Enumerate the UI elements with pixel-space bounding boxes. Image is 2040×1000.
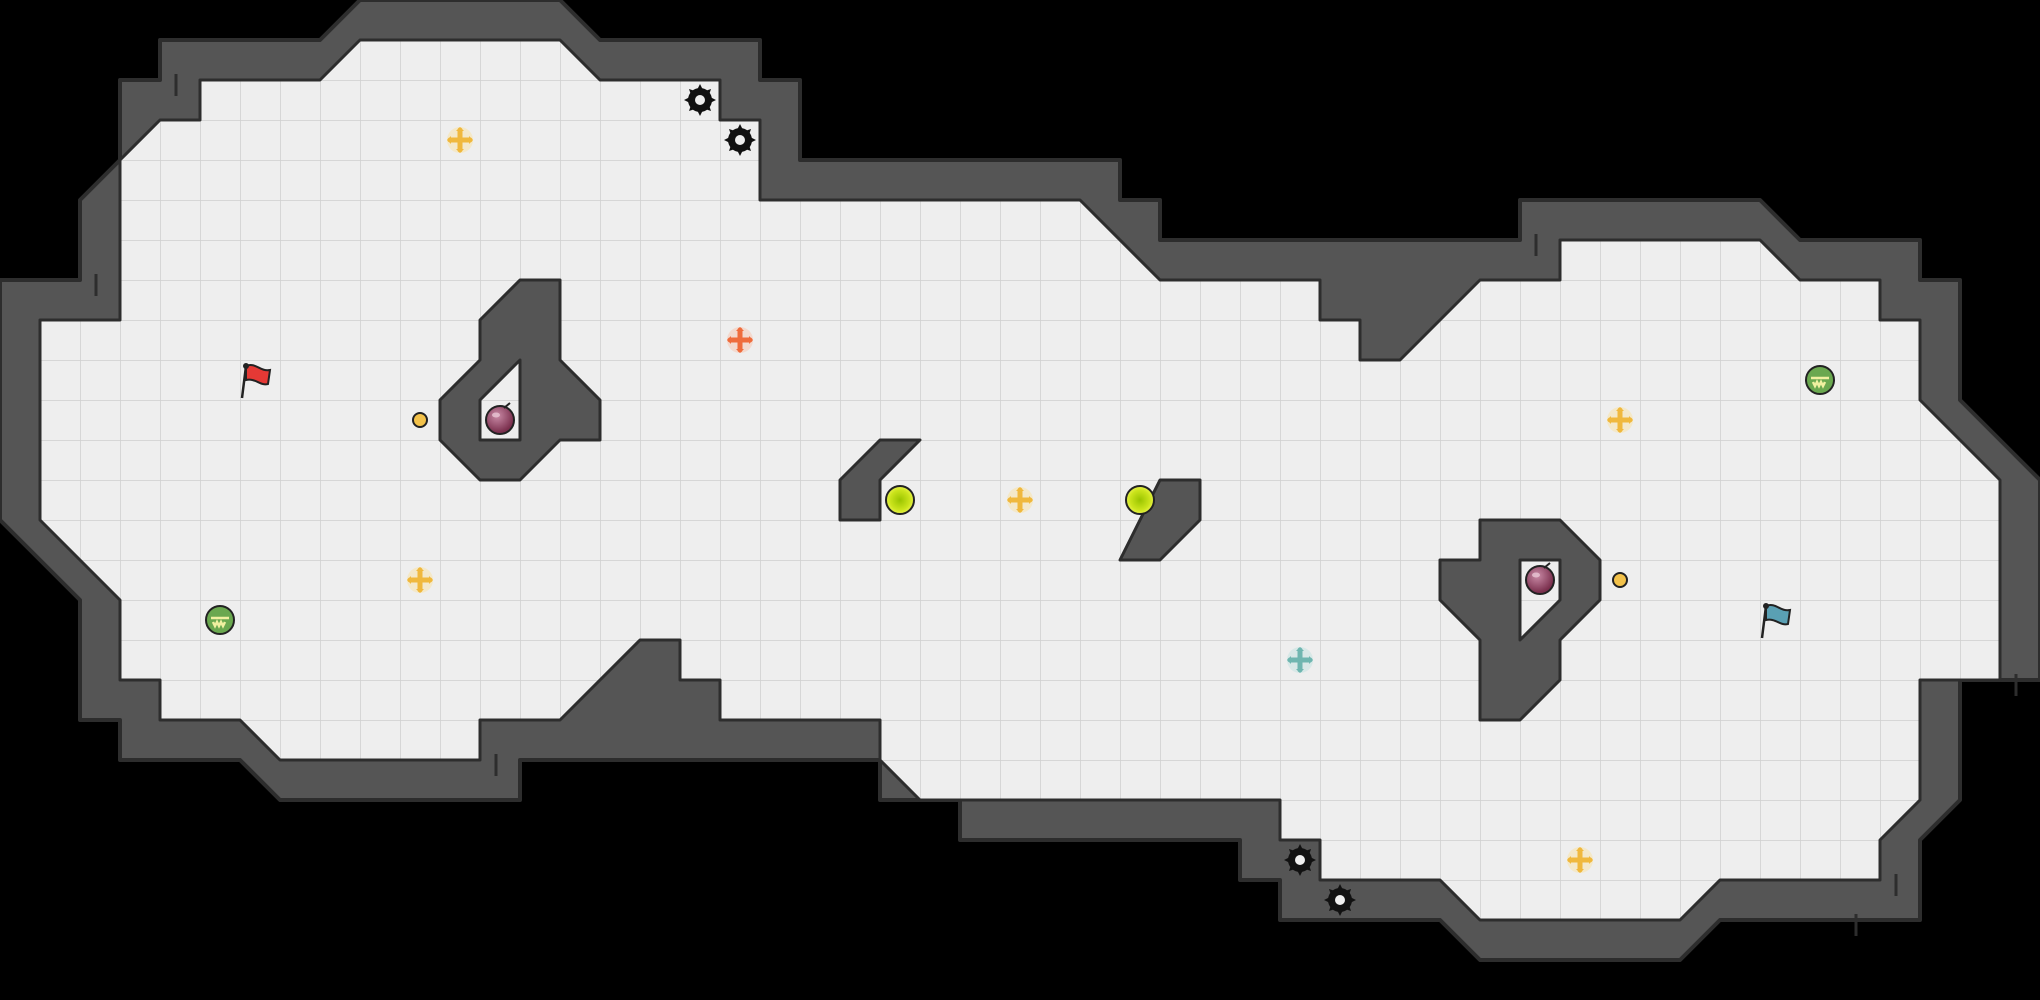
powerup-icon[interactable] [1805,365,1835,395]
blue-flag-icon[interactable] [1760,603,1792,639]
boost-icon[interactable] [1607,407,1633,433]
wall-notches [94,74,2018,936]
bomb-icon[interactable] [1525,562,1555,595]
spike-icon [1284,844,1316,876]
coin-icon[interactable] [1612,572,1628,588]
spike-icon [684,84,716,116]
obstacle-left [438,278,602,482]
spike-icon [1324,884,1356,916]
gate-button-icon[interactable] [885,485,915,515]
obstacle-center-right [1118,478,1202,562]
obstacle-right [1438,518,1602,722]
boost-icon[interactable] [447,127,473,153]
powerup-icon[interactable] [205,605,235,635]
blue-boost-icon[interactable] [1287,647,1313,673]
red-boost-icon[interactable] [727,327,753,353]
boost-icon[interactable] [1007,487,1033,513]
boost-icon[interactable] [1567,847,1593,873]
gate-button-icon[interactable] [1125,485,1155,515]
bomb-icon[interactable] [485,402,515,435]
obstacle-center-left [838,438,922,522]
coin-icon[interactable] [412,412,428,428]
spike-icon [724,124,756,156]
red-flag-icon[interactable] [240,363,272,399]
boost-icon[interactable] [407,567,433,593]
